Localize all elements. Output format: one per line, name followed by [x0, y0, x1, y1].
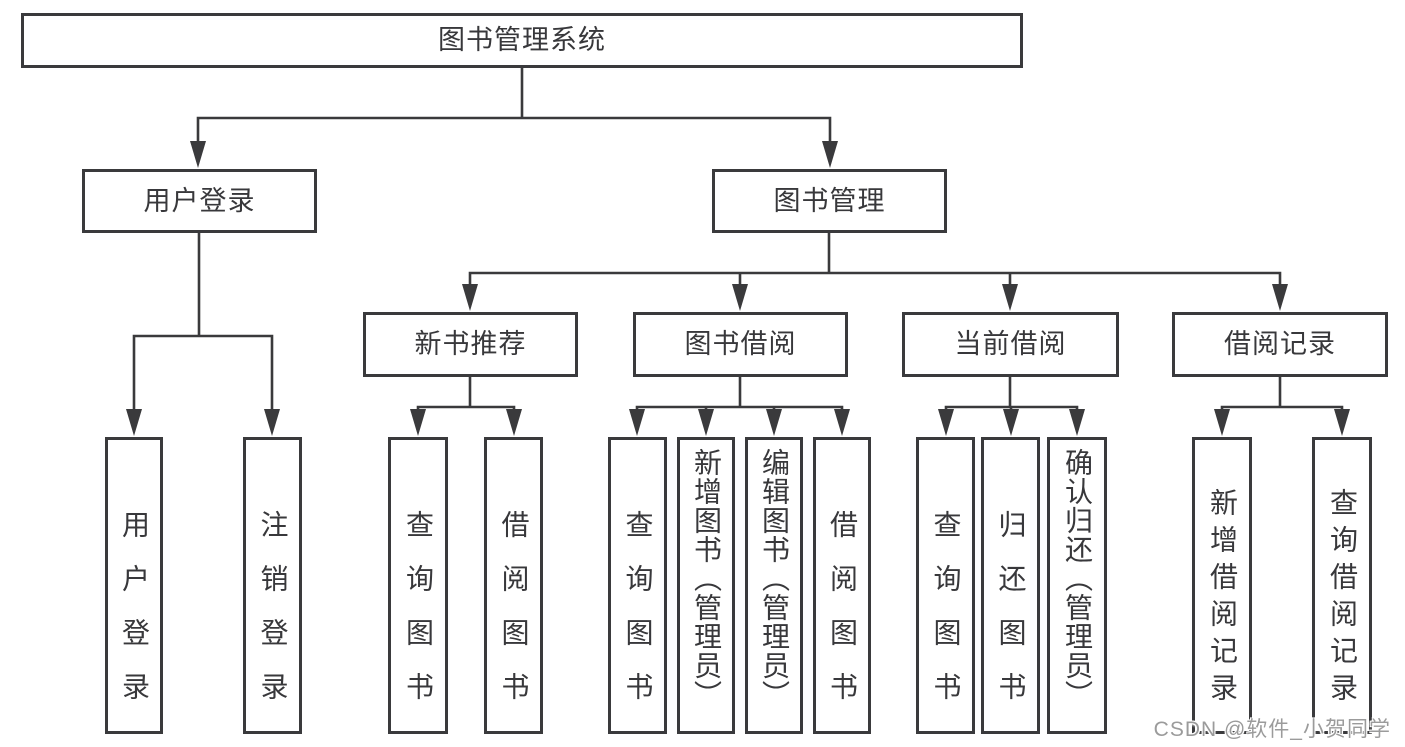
leaf-current-query-book: 查询图书: [916, 437, 975, 734]
node-book-management: 图书管理: [712, 169, 947, 233]
leaf-add-borrow-record-label: 新增借阅记录: [1207, 488, 1238, 710]
leaf-confirm-return-admin: 确认归还（管理员）: [1047, 437, 1107, 734]
leaf-edit-book-admin-label: 编辑图书（管理员）: [759, 448, 790, 709]
leaf-edit-book-admin: 编辑图书（管理员）: [745, 437, 803, 734]
node-root-system-label: 图书管理系统: [438, 25, 606, 55]
leaf-logout-login-label: 注销登录: [257, 510, 289, 726]
node-current-borrow: 当前借阅: [902, 312, 1119, 377]
leaf-borrow-borrow-book-label: 借阅图书: [827, 510, 858, 726]
leaf-current-query-book-label: 查询图书: [930, 510, 962, 726]
leaf-query-borrow-record: 查询借阅记录: [1312, 437, 1372, 734]
leaf-logout-login: 注销登录: [243, 437, 302, 734]
node-book-borrow: 图书借阅: [633, 312, 848, 377]
leaf-return-book-label: 归还图书: [995, 510, 1027, 726]
leaf-query-borrow-record-label: 查询借阅记录: [1327, 488, 1358, 710]
leaf-add-book-admin: 新增图书（管理员）: [677, 437, 735, 734]
leaf-user-login: 用户登录: [105, 437, 163, 734]
node-root-system: 图书管理系统: [21, 13, 1023, 68]
node-borrow-record: 借阅记录: [1172, 312, 1388, 377]
node-new-book-recommend-label: 新书推荐: [414, 329, 527, 359]
leaf-return-book: 归还图书: [981, 437, 1040, 734]
leaf-borrow-query-book: 查询图书: [608, 437, 667, 734]
leaf-add-borrow-record: 新增借阅记录: [1192, 437, 1252, 734]
arrowheads: [126, 141, 1350, 436]
node-current-borrow-label: 当前借阅: [954, 329, 1067, 359]
node-user-login: 用户登录: [82, 169, 317, 233]
leaf-recommend-borrow-book-label: 借阅图书: [498, 510, 530, 726]
node-new-book-recommend: 新书推荐: [363, 312, 578, 377]
leaf-add-book-admin-label: 新增图书（管理员）: [691, 448, 722, 709]
watermark: CSDN @软件_小贺同学: [1153, 718, 1391, 741]
leaf-confirm-return-admin-label: 确认归还（管理员）: [1062, 448, 1093, 709]
leaf-recommend-query-book: 查询图书: [388, 437, 448, 734]
node-user-login-label: 用户登录: [143, 185, 256, 216]
leaf-borrow-query-book-label: 查询图书: [622, 510, 654, 726]
node-book-borrow-label: 图书借阅: [684, 329, 797, 359]
node-borrow-record-label: 借阅记录: [1224, 329, 1336, 359]
leaf-recommend-borrow-book: 借阅图书: [484, 437, 543, 734]
leaf-borrow-borrow-book: 借阅图书: [813, 437, 871, 734]
node-book-management-label: 图书管理: [773, 185, 886, 216]
leaf-recommend-query-book-label: 查询图书: [403, 510, 434, 726]
leaf-user-login-label: 用户登录: [119, 510, 150, 726]
